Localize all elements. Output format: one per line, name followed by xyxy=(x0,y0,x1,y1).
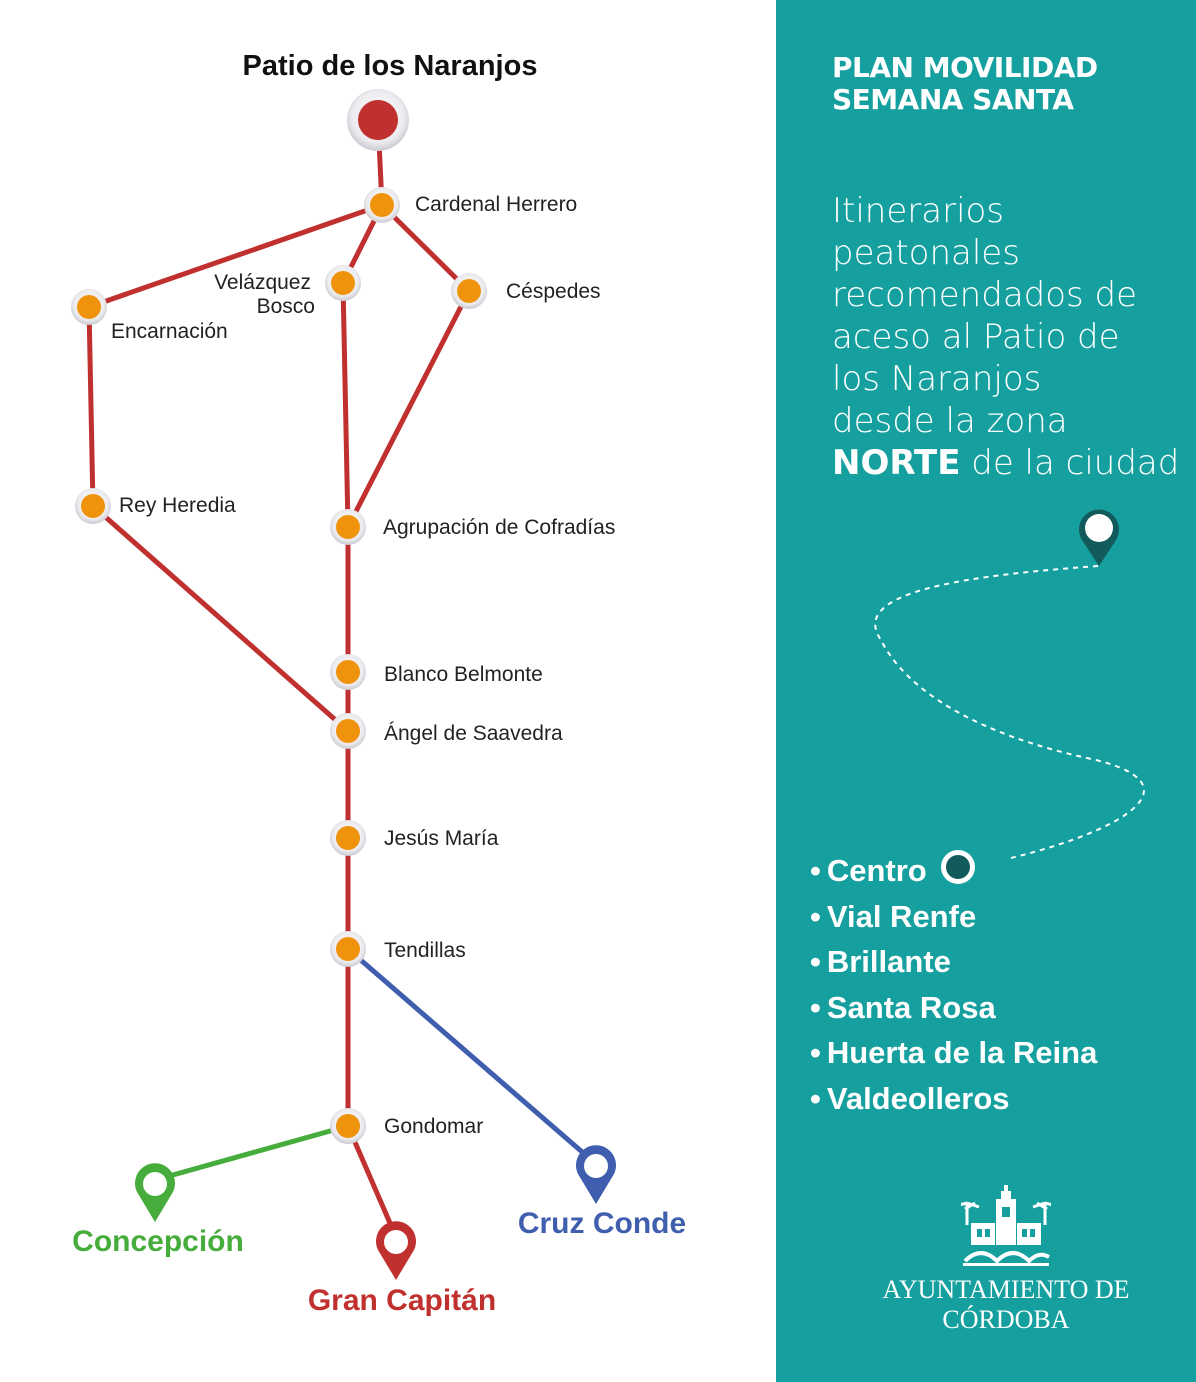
zone-item: Huerta de la Reina xyxy=(810,1030,1097,1076)
origin-marker xyxy=(347,89,409,151)
logo-text: AYUNTAMIENTO DE CÓRDOBA xyxy=(882,1275,1130,1334)
current-zone-marker-icon xyxy=(940,849,975,884)
mosque-palms-logo-icon xyxy=(958,1185,1054,1266)
city-logo: AYUNTAMIENTO DE CÓRDOBA xyxy=(846,1185,1166,1335)
pin-cruz-conde-icon xyxy=(576,1145,617,1204)
desc-line: aceso al Patio de xyxy=(832,317,1120,357)
station-velazquez-bosco: Velázquez Bosco xyxy=(214,265,361,318)
station-cardenal-herrero: Cardenal Herrero xyxy=(364,187,577,223)
station-label: Bosco xyxy=(257,295,315,318)
route-segment xyxy=(345,1123,399,1240)
desc-line: NORTE de la ciudad xyxy=(832,442,1192,484)
station-blanco-belmonte: Blanco Belmonte xyxy=(330,654,543,690)
desc-line-rest: de la ciudad xyxy=(960,443,1180,483)
route-map: Patio de los Naranjos Cardenal Herrero V… xyxy=(71,50,686,1317)
station-label: Blanco Belmonte xyxy=(384,663,543,686)
zone-item: Valdeolleros xyxy=(810,1076,1097,1122)
plan-heading: PLAN MOVILIDAD SEMANA SANTA xyxy=(832,52,1098,116)
station-tendillas: Tendillas xyxy=(330,931,466,967)
itinerary-description: Itinerarios peatonales recomendados de a… xyxy=(832,190,1192,484)
route-segment xyxy=(90,503,351,734)
zone-label: Valdeolleros xyxy=(826,1080,1010,1116)
zone-label: Centro xyxy=(826,853,927,888)
station-label: Rey Heredia xyxy=(119,494,236,517)
heading-line-1: PLAN MOVILIDAD xyxy=(832,51,1098,84)
desc-line: los Naranjos xyxy=(832,359,1042,399)
station-label: Gondomar xyxy=(384,1115,483,1138)
station-label: Cardenal Herrero xyxy=(415,193,577,216)
route-segment xyxy=(86,202,385,310)
station-agrupacion-cofradias: Agrupación de Cofradías xyxy=(330,509,615,545)
zone-label: Huerta de la Reina xyxy=(826,1035,1098,1070)
route-segment xyxy=(379,202,472,294)
station-label: Tendillas xyxy=(384,939,466,962)
heading-line-2: SEMANA SANTA xyxy=(832,83,1074,116)
station-jesus-maria: Jesús María xyxy=(330,820,499,856)
desc-line: peatonales xyxy=(832,233,1020,273)
station-label: Velázquez xyxy=(214,271,311,294)
station-cespedes: Céspedes xyxy=(451,273,601,309)
station-encarnacion: Encarnación xyxy=(71,289,228,343)
destination-concepcion: Concepción xyxy=(72,1225,244,1258)
pin-gran-capitan-icon xyxy=(375,1221,416,1280)
location-pin-icon xyxy=(1079,509,1119,566)
station-label: Agrupación de Cofradías xyxy=(383,516,615,539)
station-label: Ángel de Saavedra xyxy=(384,722,563,745)
zone-item: Centro xyxy=(810,848,1097,894)
station-label: Céspedes xyxy=(506,280,601,303)
station-rey-heredia: Rey Heredia xyxy=(75,488,236,524)
green-route xyxy=(152,1123,351,1183)
desc-line: Itinerarios xyxy=(832,191,1005,231)
desc-line: desde la zona xyxy=(832,401,1068,441)
station-gondomar: Gondomar xyxy=(330,1108,483,1144)
zone-item: Vial Renfe xyxy=(810,894,1097,940)
info-panel: PLAN MOVILIDAD SEMANA SANTA Itinerarios … xyxy=(776,0,1196,1382)
zone-list: Centro Vial Renfe Brillante Santa Rosa H… xyxy=(810,848,1097,1121)
destination-cruz-conde: Cruz Conde xyxy=(518,1207,686,1240)
route-segment xyxy=(345,288,472,530)
zone-label: Brillante xyxy=(826,944,951,979)
pin-concepcion-icon xyxy=(135,1163,175,1222)
zone-item: Santa Rosa xyxy=(810,985,1097,1031)
map-title: Patio de los Naranjos xyxy=(243,50,538,82)
route-segment xyxy=(86,304,96,509)
zone-label: Santa Rosa xyxy=(826,989,996,1025)
zone-emphasis: NORTE xyxy=(832,443,961,483)
station-label: Encarnación xyxy=(111,320,228,343)
desc-line: recomendados de xyxy=(832,275,1138,315)
route-segment xyxy=(340,280,351,530)
station-angel-saavedra: Ángel de Saavedra xyxy=(330,713,563,749)
zone-label: Vial Renfe xyxy=(826,898,977,934)
destination-gran-capitan: Gran Capitán xyxy=(308,1284,496,1317)
blue-route xyxy=(345,946,599,1167)
station-label: Jesús María xyxy=(384,827,499,850)
zone-item: Brillante xyxy=(810,939,1097,985)
dotted-path-decoration xyxy=(874,509,1145,859)
